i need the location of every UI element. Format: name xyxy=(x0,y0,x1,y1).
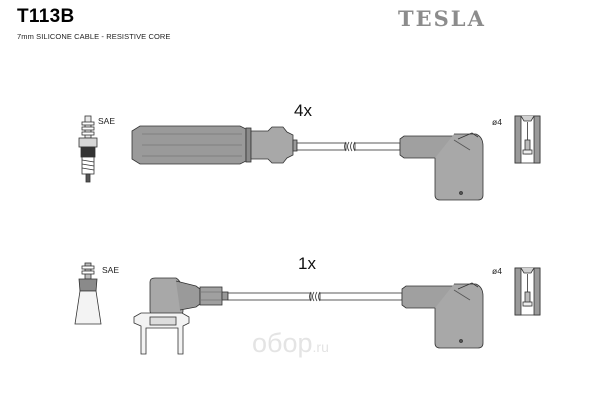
watermark-suffix: .ru xyxy=(312,339,329,355)
angled-boot xyxy=(399,132,484,201)
diameter-label: ø4 xyxy=(492,117,502,127)
terminal-section xyxy=(514,267,541,316)
ignition-cable xyxy=(296,141,401,152)
sae-terminal-icon xyxy=(74,262,102,325)
quantity-label: 1x xyxy=(298,254,316,273)
terminal-section xyxy=(514,115,541,164)
sae-label: SAE xyxy=(102,265,120,275)
ignition-cable xyxy=(227,291,403,302)
angled-boot xyxy=(401,282,484,349)
watermark-main: oбор xyxy=(252,328,313,358)
coil-boot xyxy=(133,277,229,355)
brand-logo: TESLA xyxy=(398,6,486,31)
sae-label: SAE xyxy=(98,116,116,126)
straight-boot xyxy=(131,125,298,165)
quantity-label: 4x xyxy=(294,101,312,120)
diameter-label: ø4 xyxy=(492,266,502,276)
part-number: T113B xyxy=(17,6,75,27)
spark-plug-icon xyxy=(78,115,98,183)
cable-description: 7mm SILICONE CABLE - RESISTIVE CORE xyxy=(17,32,171,41)
watermark: oбор.ru xyxy=(252,328,329,359)
